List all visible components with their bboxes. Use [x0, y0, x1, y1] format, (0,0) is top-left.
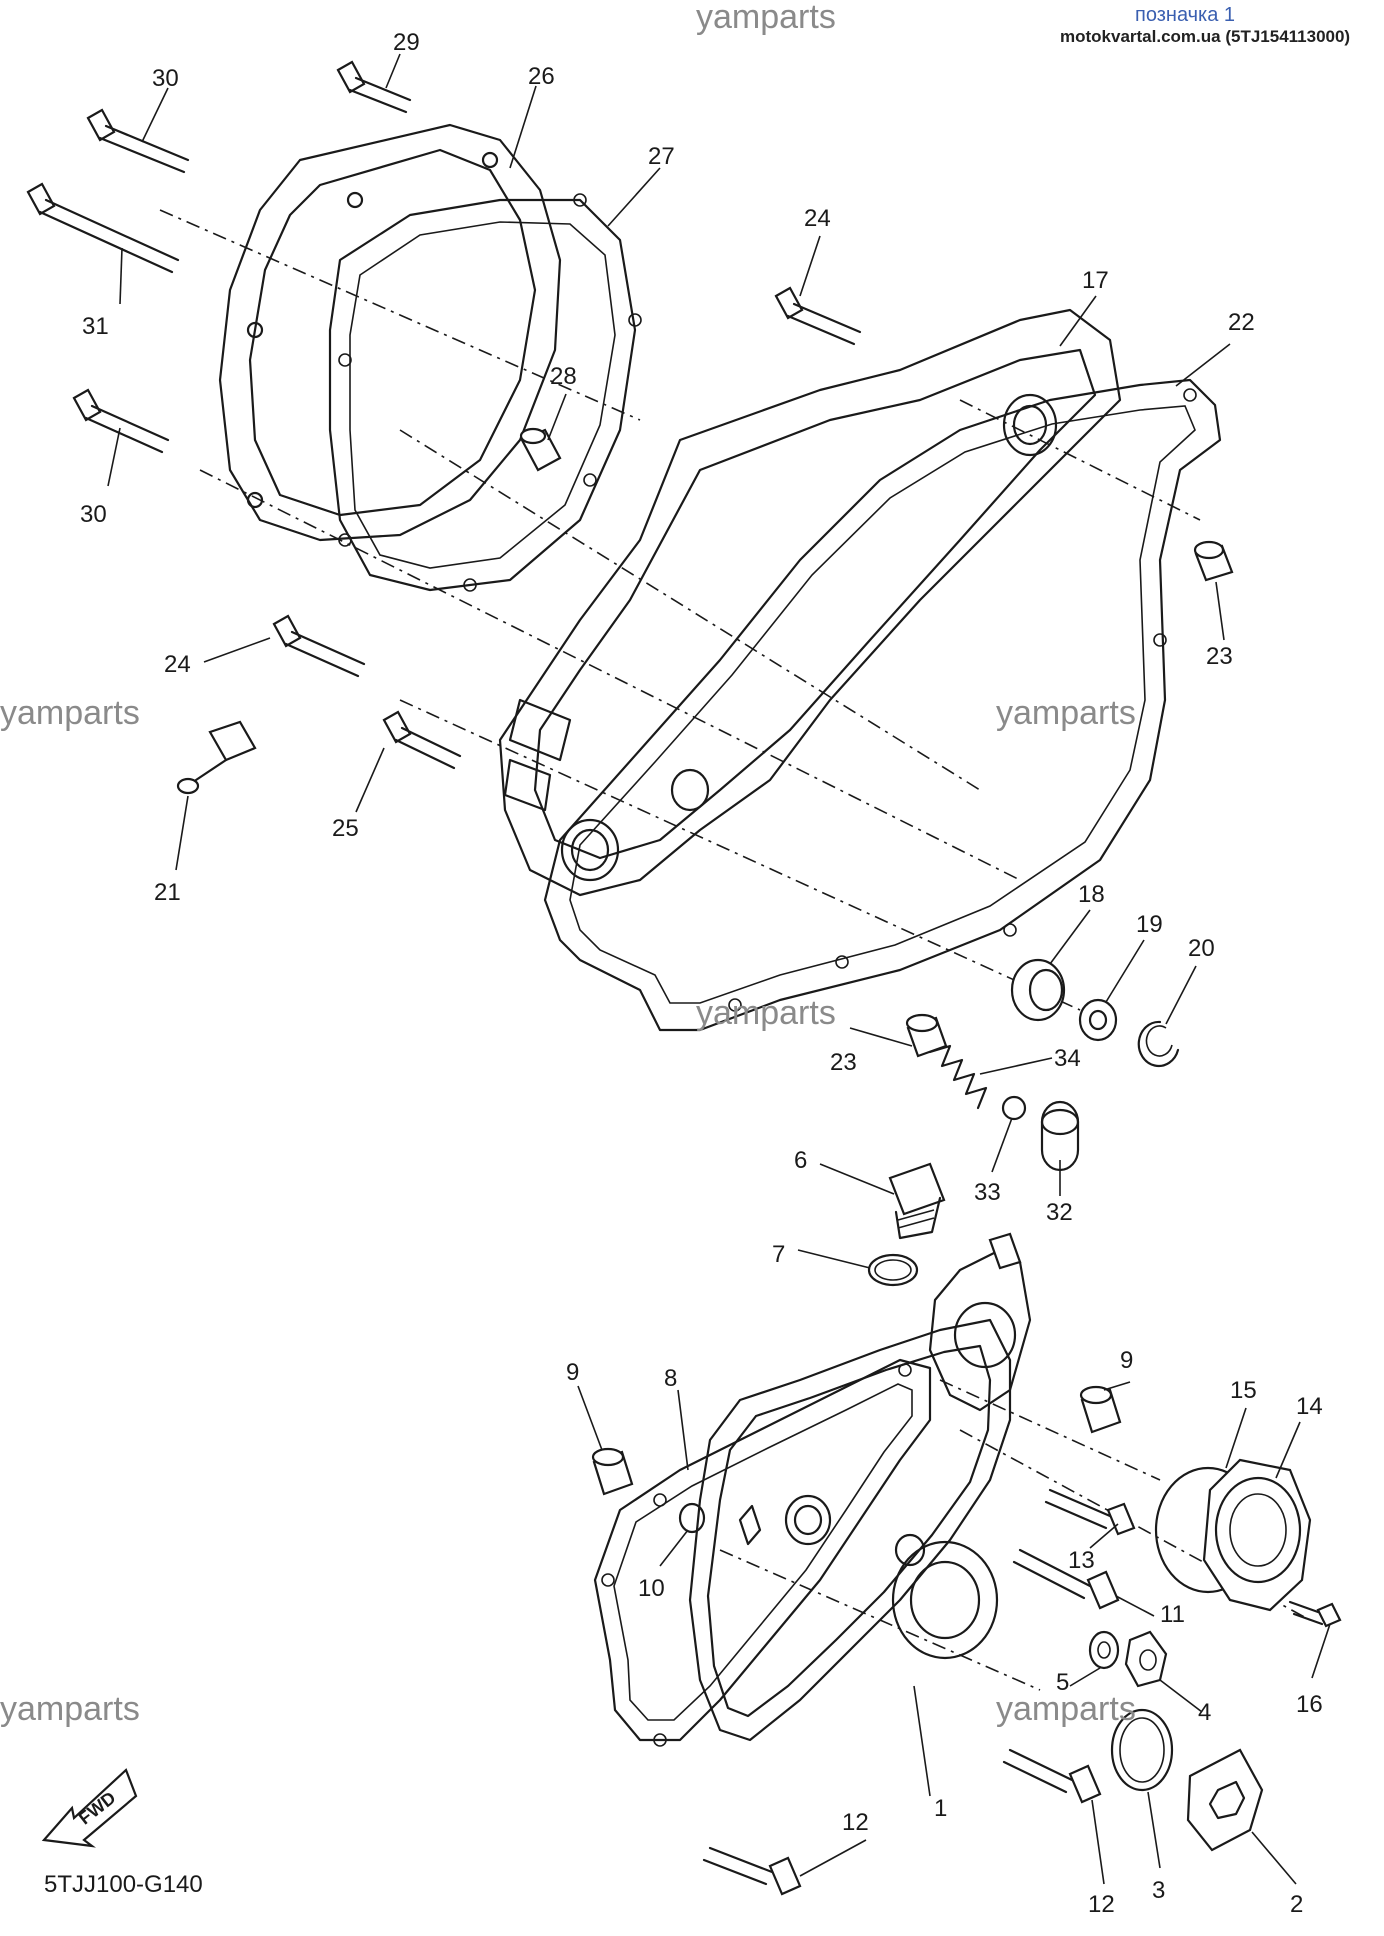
- leader-lines: [107, 53, 1331, 1885]
- bolt-11: [1012, 1548, 1120, 1610]
- o-ring-3: [1110, 1708, 1174, 1792]
- callout-5: 5: [1056, 1669, 1069, 1696]
- assembly-axis: [939, 1379, 1161, 1481]
- washer-19: [1078, 998, 1118, 1042]
- o-ring-7: [867, 1253, 919, 1287]
- callout-10: 10: [638, 1575, 665, 1602]
- callout-27: 27: [648, 143, 675, 170]
- callout-24-left: 24: [164, 651, 191, 678]
- callout-18: 18: [1078, 881, 1105, 908]
- washer-5: [1088, 1630, 1120, 1670]
- water-pump-cover-14: [1202, 1458, 1312, 1612]
- callout-21: 21: [154, 879, 181, 906]
- oil-filler-cap-6: [888, 1162, 946, 1240]
- callout-2: 2: [1290, 1891, 1303, 1918]
- callout-19: 19: [1136, 911, 1163, 938]
- callout-12-left: 12: [842, 1809, 869, 1836]
- watermark-center: yamparts: [696, 994, 836, 1032]
- callout-14: 14: [1296, 1393, 1323, 1420]
- callout-34: 34: [1054, 1045, 1081, 1072]
- dowel-pin-9-left: [591, 1447, 634, 1496]
- watermarks: yamparts yamparts yamparts yamparts yamp…: [0, 0, 1136, 1728]
- watermark-left-mid: yamparts: [0, 694, 140, 732]
- callout-16: 16: [1296, 1691, 1323, 1718]
- watermark-top: yamparts: [696, 0, 836, 36]
- bolt-13: [1044, 1488, 1136, 1536]
- ball-33: [1001, 1095, 1027, 1121]
- callout-20: 20: [1188, 935, 1215, 962]
- bolt-24-upper: [774, 286, 862, 346]
- watermark-left-bottom: yamparts: [0, 1690, 140, 1728]
- callout-6: 6: [794, 1147, 807, 1174]
- plug-2: [1186, 1748, 1264, 1852]
- header-label: позначка 1: [1135, 4, 1236, 26]
- bolt-12-right: [1002, 1748, 1102, 1804]
- callout-25: 25: [332, 815, 359, 842]
- callout-12-right: 12: [1088, 1891, 1115, 1918]
- callout-9-right: 9: [1120, 1347, 1133, 1374]
- collar-32: [1040, 1100, 1080, 1172]
- hose-fitting-21: [176, 720, 257, 795]
- callout-1: 1: [934, 1795, 947, 1822]
- callout-4: 4: [1198, 1699, 1211, 1726]
- bolt-30-lower: [72, 388, 170, 454]
- bolt-30-upper: [86, 108, 190, 174]
- oil-seal-18: [1010, 958, 1066, 1022]
- callout-numbers: 29 26 27 30 31 30 28 24 17 22 23 24 25 2…: [80, 29, 1323, 1918]
- callout-24-top: 24: [804, 205, 831, 232]
- callout-17: 17: [1082, 267, 1109, 294]
- callout-28: 28: [550, 363, 577, 390]
- crankcase-gasket-22: [543, 378, 1222, 1032]
- watermark-right-mid: yamparts: [996, 694, 1136, 732]
- dowel-pin-9-right: [1079, 1385, 1122, 1434]
- dowel-pin-23-lower: [905, 1013, 948, 1058]
- bolt-25: [382, 710, 462, 770]
- callout-26: 26: [528, 63, 555, 90]
- bolt-29: [336, 60, 412, 114]
- diagram-code: 5TJJ100-G140: [44, 1871, 203, 1898]
- callout-33: 33: [974, 1179, 1001, 1206]
- callout-9-left: 9: [566, 1359, 579, 1386]
- assembly-axis: [399, 429, 981, 791]
- callout-31: 31: [82, 313, 109, 340]
- callout-30-top: 30: [152, 65, 179, 92]
- assembly-axis: [959, 399, 1201, 521]
- dowel-pin-28: [519, 427, 562, 472]
- callout-30-bottom: 30: [80, 501, 107, 528]
- callout-29: 29: [393, 29, 420, 56]
- assembly-axis: [199, 469, 1021, 881]
- header-source: motokvartal.com.ua (5TJ154113000): [1060, 27, 1351, 46]
- callout-23-upper: 23: [1206, 643, 1233, 670]
- o-ring-10: [678, 1502, 706, 1534]
- callout-11: 11: [1160, 1601, 1185, 1628]
- callout-3: 3: [1152, 1877, 1165, 1904]
- fwd-arrow-icon: [41, 1768, 138, 1848]
- callout-22: 22: [1228, 309, 1255, 336]
- crankcase-cover-1: [688, 1232, 1032, 1742]
- bolt-12-left: [702, 1846, 802, 1896]
- drain-plug-4: [1124, 1630, 1168, 1688]
- bolt-31: [26, 182, 180, 274]
- bolt-16: [1288, 1600, 1342, 1628]
- crankcase-cover-17: [498, 308, 1122, 897]
- cover-gasket-8: [593, 1358, 932, 1747]
- dowel-pin-23-upper: [1193, 540, 1234, 582]
- callout-32: 32: [1046, 1199, 1073, 1226]
- spring-34: [928, 1044, 988, 1110]
- assembly-axis: [399, 699, 1081, 1011]
- watermark-right-bottom: yamparts: [996, 1690, 1136, 1728]
- callout-23-lower: 23: [830, 1049, 857, 1076]
- callout-13: 13: [1068, 1547, 1095, 1574]
- assembly-axis: [159, 209, 641, 421]
- callout-7: 7: [772, 1241, 785, 1268]
- clutch-cover-outer: [218, 123, 562, 542]
- callout-8: 8: [664, 1365, 677, 1392]
- callout-15: 15: [1230, 1377, 1257, 1404]
- circlip-20: [1137, 1020, 1180, 1067]
- clutch-cover-gasket: [328, 193, 642, 592]
- bolt-24-left: [272, 614, 366, 678]
